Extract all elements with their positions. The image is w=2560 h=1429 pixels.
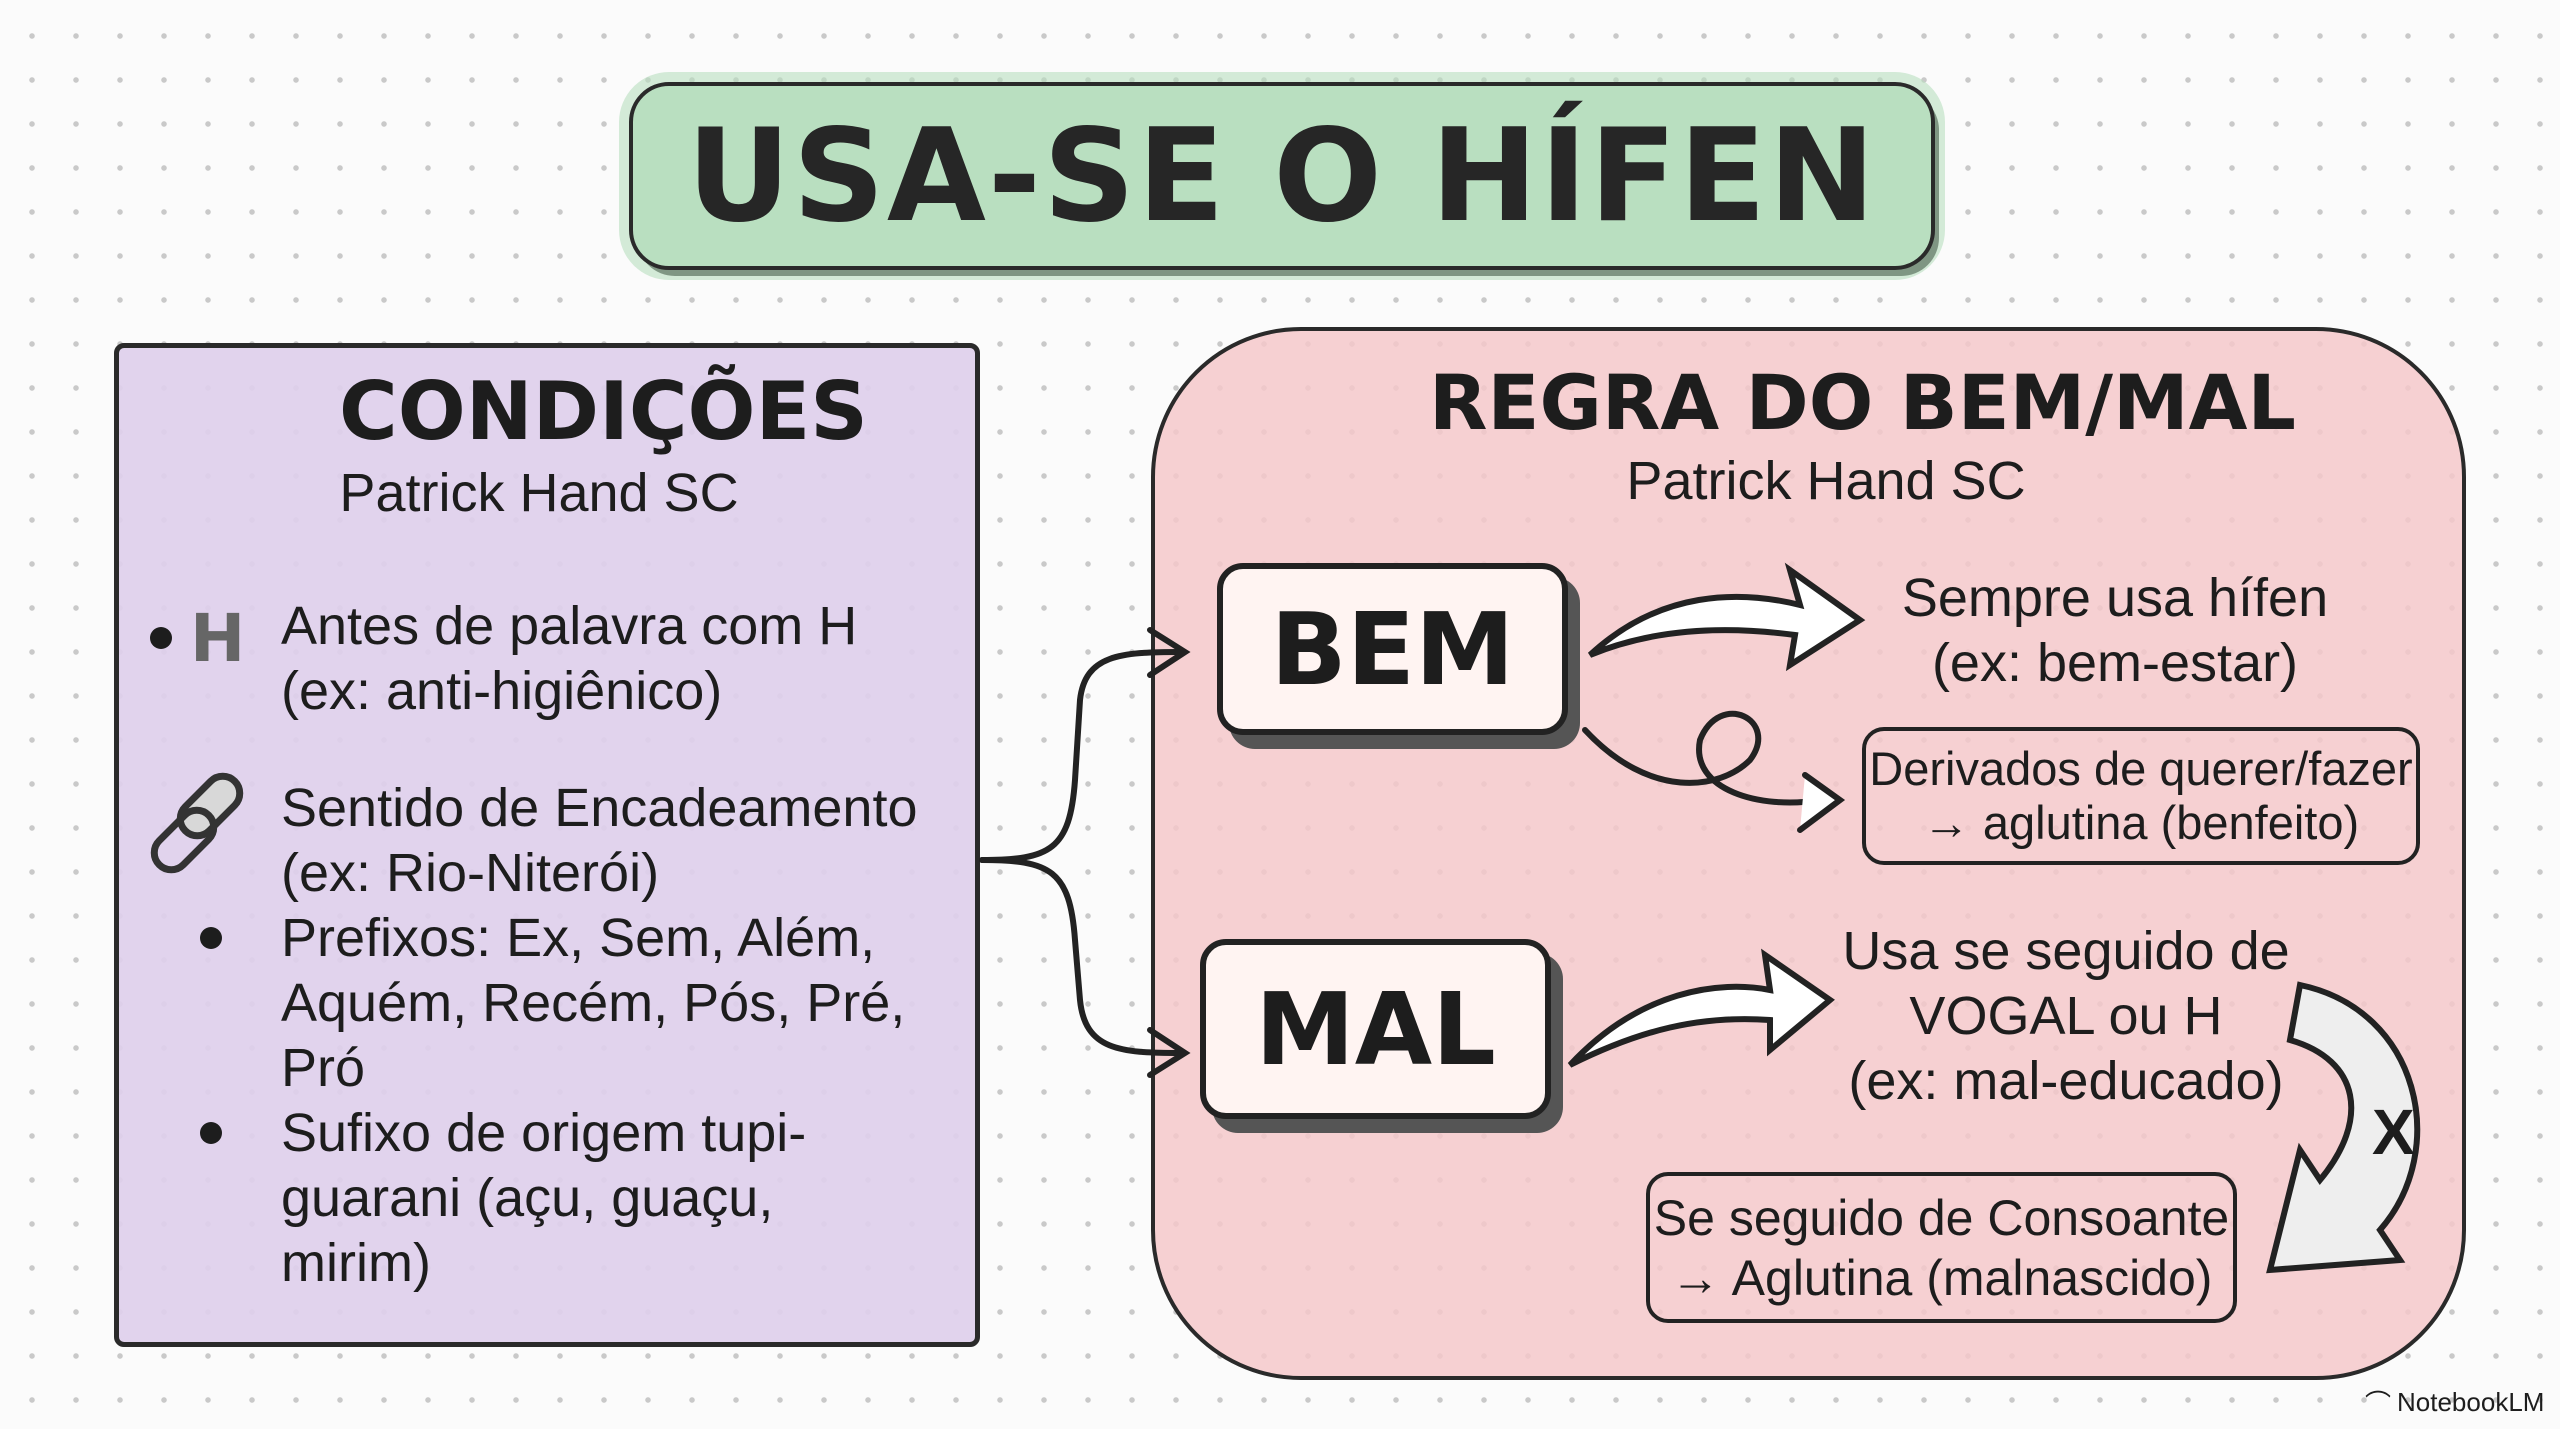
item-line: (ex: anti-higiênico) [281, 661, 723, 721]
rule-line: VOGAL ou H [1909, 986, 2223, 1046]
letter-h-icon: H [190, 600, 246, 677]
item-line: Aquém, Recém, Pós, Pré, [281, 973, 906, 1033]
conditions-card [114, 343, 980, 1347]
bem-exception-box: Derivados de querer/fazer → aglutina (be… [1862, 727, 2420, 865]
notebooklm-watermark: ⌒ NotebookLM [2365, 1384, 2544, 1421]
curved-arrow-icon [2266, 981, 2421, 1274]
item-line: Prefixos: Ex, Sem, Além, [281, 908, 876, 968]
loop-arrow-icon [1582, 710, 1823, 806]
exception-line: Derivados de querer/fazer [1869, 742, 2413, 795]
item-line: guarani (açu, guaçu, [281, 1168, 774, 1228]
rule-line: (ex: mal-educado) [1848, 1051, 2284, 1111]
arrowhead-icon [1147, 1027, 1191, 1078]
rule-line: (ex: bem-estar) [1931, 633, 2299, 693]
arrow-icon [1567, 948, 1835, 1068]
page-title: USA-SE O HÍFEN [686, 101, 1878, 251]
item-line: Pró [281, 1038, 366, 1098]
exception-line: Se seguido de Consoante [1653, 1189, 2230, 1246]
notebooklm-logo-icon: ⌒ [2365, 1389, 2392, 1419]
item-line: Antes de palavra com H [281, 596, 858, 656]
bem-rule: Sempre usa hífen (ex: bem-estar) [1865, 566, 2365, 696]
bem-mal-area [1151, 327, 2466, 1380]
item-line: mirim) [281, 1233, 431, 1293]
bem-mal-subtitle: Patrick Hand SC [1626, 451, 2026, 511]
item-line: Sufixo de origem tupi- [281, 1103, 807, 1163]
item-line: Sentido de Encadeamento [281, 778, 918, 838]
chain-link-icon [150, 772, 244, 874]
bem-box: BEM [1217, 563, 1568, 735]
bullet-icon [200, 927, 222, 949]
bullet-icon [150, 627, 172, 649]
condition-item-suffix: Sufixo de origem tupi- guarani (açu, gua… [281, 1101, 806, 1296]
condition-item-h: Antes de palavra com H (ex: anti-higiêni… [281, 594, 857, 724]
watermark-text: NotebookLM [2397, 1387, 2545, 1417]
cross-mark-icon: X [2372, 1096, 2415, 1168]
exception-line: → Aglutina (malnascido) [1670, 1249, 2213, 1306]
bem-mal-heading: REGRA DO BEM/MAL [1429, 358, 2296, 447]
condition-item-chain: Sentido de Encadeamento (ex: Rio-Niterói… [281, 776, 917, 906]
mal-exception-box: Se seguido de Consoante → Aglutina (maln… [1646, 1172, 2237, 1323]
conditions-subtitle: Patrick Hand SC [339, 463, 739, 523]
bullet-icon [200, 1122, 222, 1144]
item-line: (ex: Rio-Niterói) [281, 843, 660, 903]
mal-rule: Usa se seguido de VOGAL ou H (ex: mal-ed… [1816, 919, 2316, 1114]
condition-item-prefixes: Prefixos: Ex, Sem, Além, Aquém, Recém, P… [281, 906, 905, 1101]
title-banner: USA-SE O HÍFEN [629, 82, 1935, 270]
arrowhead-icon [1797, 772, 1846, 833]
rule-line: Sempre usa hífen [1901, 568, 2329, 628]
exception-line: → aglutina (benfeito) [1922, 796, 2360, 849]
rule-line: Usa se seguido de [1842, 921, 2290, 981]
fork-connector [979, 649, 1183, 863]
fork-connector [979, 857, 1183, 1056]
mal-box: MAL [1200, 939, 1551, 1119]
arrow-icon [1587, 562, 1866, 672]
arrowhead-icon [1147, 627, 1191, 678]
